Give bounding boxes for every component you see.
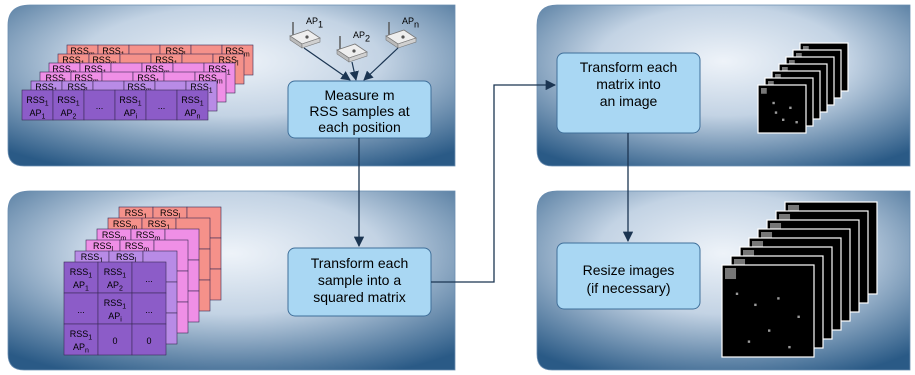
matrix-cell-bottom: APi <box>108 311 122 324</box>
sample-cell-bottom: APi <box>124 108 138 121</box>
matrix-back-label: RSSm <box>102 230 127 243</box>
matrix-cell-value: ... <box>145 274 153 284</box>
matrix-cell-top: RSS1 <box>70 329 93 342</box>
matrix-cell <box>131 323 167 356</box>
matrix-cell-top: RSS1 <box>104 267 127 280</box>
matrix-cell-bottom: AP2 <box>107 280 123 293</box>
sample-back-label: RSSm <box>225 46 250 59</box>
sample-cell-ellipsis: ... <box>158 101 166 111</box>
sample-cell-top: RSS1 <box>26 95 49 108</box>
resize-step: Resize images (if necessary) <box>556 242 701 310</box>
matrix-back-label: RSS1 <box>125 208 148 221</box>
rss-samples-stack: RSSmRSS1RSSlRSSmRSS1RSSmRSS1RSSlRSSmRSS1… <box>21 44 254 121</box>
ap-label: AP2 <box>353 30 370 43</box>
sample-cell-top: RSS1 <box>181 95 204 108</box>
matrix-back-label: RSS1 <box>148 219 171 232</box>
measure-line-3: each position <box>318 119 401 135</box>
transform-matrix-line-2: matrix into <box>596 76 661 92</box>
sample-cell <box>21 89 54 121</box>
transform-sample-line-1: Transform each <box>311 255 409 271</box>
sample-cell-ellipsis: ... <box>96 101 104 111</box>
wireless-router-icon <box>385 22 417 49</box>
sample-back-label: RSS1 <box>208 64 231 77</box>
resize-line-2: (if necessary) <box>586 280 670 296</box>
sample-cell <box>52 89 85 121</box>
resize-line-1: Resize images <box>583 262 675 278</box>
sample-cell-bottom: AP1 <box>30 108 46 121</box>
matrix-cell-bottom: APn <box>73 342 89 355</box>
measure-line-2: RSS samples at <box>309 103 409 119</box>
matrix-cell <box>131 292 167 325</box>
transform-matrix-line-3: an image <box>600 93 658 109</box>
sample-cell <box>176 89 209 121</box>
matrix-back-label: RSSm <box>113 219 138 232</box>
matrix-cell <box>97 323 133 356</box>
ap-label: AP1 <box>306 16 323 29</box>
matrix-cell-top: RSS1 <box>70 267 93 280</box>
ap1-arrow <box>303 47 351 81</box>
matrix-cell-value: ... <box>145 305 153 315</box>
measure-line-1: Measure m <box>324 87 394 103</box>
sample-cell-top: RSS1 <box>119 95 142 108</box>
matrix-cell-bottom: AP1 <box>73 280 89 293</box>
matrix-cell <box>97 261 133 294</box>
image-tile <box>721 264 815 358</box>
matrix-cell <box>131 261 167 294</box>
matrix-cell-value: ... <box>77 305 85 315</box>
ap-label: APn <box>402 16 419 29</box>
transform-matrix-line-1: Transform each <box>580 59 678 75</box>
flow-arrows <box>353 79 634 283</box>
ap2-arrow <box>349 61 359 81</box>
apn-arrow <box>363 47 399 81</box>
matrix-cell-value: 0 <box>146 336 151 346</box>
matrix-back-label: RSSm <box>125 241 150 254</box>
matrix-back-label: RSSl <box>160 208 181 221</box>
matrix-back-label: RSS1 <box>81 252 104 265</box>
transform-sample-step: Transform each sample into a squared mat… <box>287 247 432 317</box>
matrix-back-label: RSSl <box>93 241 114 254</box>
resized-image-stack-icon <box>721 201 878 358</box>
transform-sample-line-2: sample into a <box>318 272 401 288</box>
matrix-back-label: RSSm <box>136 230 161 243</box>
sample-cell-top: RSS1 <box>57 95 80 108</box>
sample-cell <box>83 89 116 121</box>
sample-back-label: RSSm <box>198 73 223 86</box>
wireless-router-icon <box>289 22 321 49</box>
sample-cell <box>114 89 147 121</box>
measure-step: Measure m RSS samples at each position <box>287 80 432 139</box>
matrix-cell-value: 0 <box>112 336 117 346</box>
transform-sample-line-3: squared matrix <box>313 289 406 305</box>
matrix-cell-top: RSS1 <box>104 298 127 311</box>
image-stack-icon <box>757 42 849 134</box>
wireless-router-icon <box>336 36 368 63</box>
image-tile <box>757 84 807 134</box>
transform-matrix-step: Transform each matrix into an image <box>556 52 701 134</box>
sample-cell-bottom: APn <box>185 108 201 121</box>
sample-cell <box>145 89 178 121</box>
sample-back-label: RSS1 <box>190 82 213 95</box>
sample-back-label: RSSl <box>218 55 239 68</box>
matrix-back-label: RSSl <box>116 252 137 265</box>
transform-to-image-arrow <box>431 79 557 283</box>
sample-cell-bottom: AP2 <box>61 108 77 121</box>
ap-arrows <box>303 47 399 81</box>
matrix-cell <box>63 323 99 356</box>
